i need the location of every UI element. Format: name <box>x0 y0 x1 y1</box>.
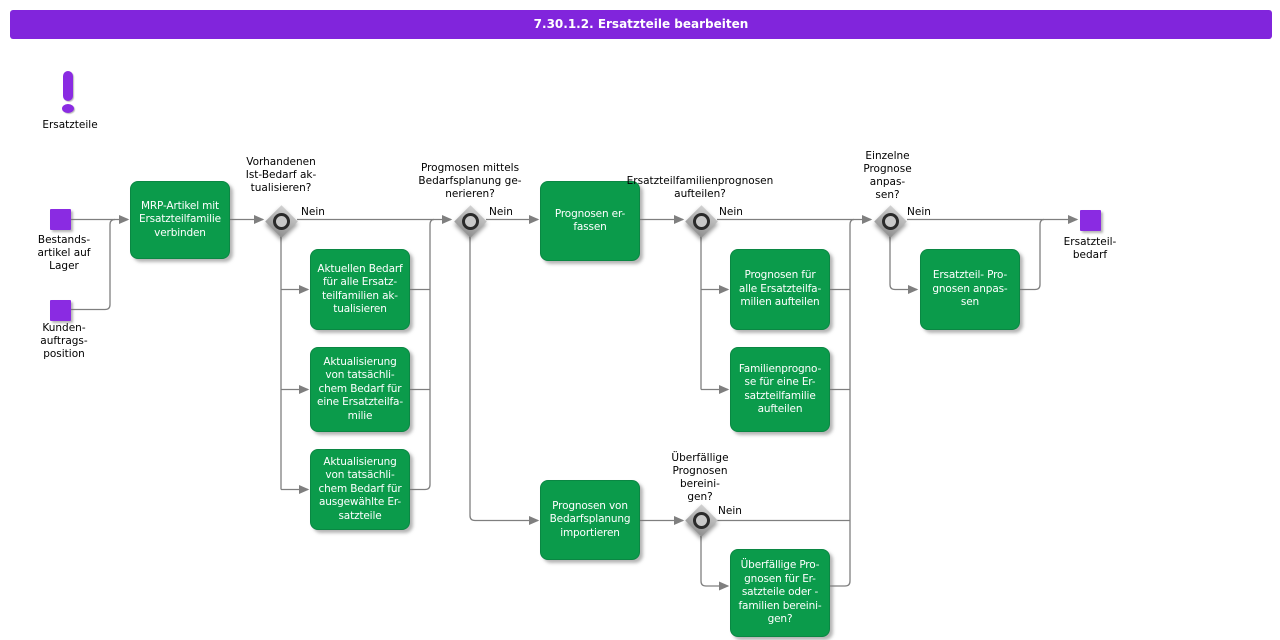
task-ueberfaellige-prognosen-bereinigen[interactable]: Überfällige Pro- gnosen für Er- satzteil… <box>730 549 830 637</box>
task-label: Aktualisierung von tatsächli- chem Bedar… <box>317 355 403 422</box>
diagram-title-bar: 7.30.1.2. Ersatzteile bearbeiten <box>10 10 1272 39</box>
task-ersatzteil-prognosen-anpassen[interactable]: Ersatzteil- Pro- gnosen anpas- sen <box>920 249 1020 330</box>
task-label: Familienprogno- se für eine Er- satzteil… <box>738 362 822 416</box>
event-label-kundenauftragsposition: Kunden- auftrags- position <box>40 322 88 360</box>
gateway-circle-icon <box>272 212 290 230</box>
gateway-ist-bedarf-aktualisieren[interactable] <box>264 204 298 238</box>
branch-label-nein: Nein <box>718 505 742 517</box>
task-aktualisierung-eine-familie[interactable]: Aktualisierung von tatsächli- chem Bedar… <box>310 347 410 432</box>
task-prognosen-erfassen[interactable]: Prognosen er- fassen <box>540 181 640 261</box>
flow-edge <box>410 218 435 491</box>
gateway-familienprognosen-aufteilen[interactable] <box>684 204 718 238</box>
gateway-question-label: Einzelne Prognose anpas- sen? <box>863 150 912 201</box>
gateway-ueberfaellige-prognosen-bereinigen[interactable] <box>684 503 718 537</box>
branch-label-nein: Nein <box>719 206 743 218</box>
task-label: Aktualisierung von tatsächli- chem Bedar… <box>318 455 402 522</box>
task-familienprognose-aufteilen[interactable]: Familienprogno- se für eine Er- satzteil… <box>730 347 830 432</box>
task-label: Aktuellen Bedarf für alle Ersatz- teilfa… <box>317 262 403 316</box>
flow-edge <box>700 536 730 591</box>
gateway-circle-icon <box>881 212 899 230</box>
exclamation-icon-dot <box>62 104 74 113</box>
flow-edge <box>830 218 855 587</box>
start-event-bestandsartikel[interactable] <box>50 209 71 230</box>
event-label-ersatzteilbedarf: Ersatzteil- bedarf <box>1063 236 1117 261</box>
event-label-bestandsartikel: Bestands- artikel auf Lager <box>37 234 91 272</box>
task-label: Prognosen für alle Ersatzteilfa- milien … <box>738 269 822 309</box>
gateway-question-label: Progmosen mittels Bedarfsplanung ge- ner… <box>418 162 522 200</box>
gateway-question-label: Vorhandenen Ist-Bedarf ak- tualisieren? <box>245 156 317 194</box>
branch-label-nein: Nein <box>907 206 931 218</box>
gateway-circle-icon <box>692 511 710 529</box>
gateway-circle-icon <box>692 212 710 230</box>
gateway-circle-icon <box>461 212 479 230</box>
gateway-mittels-bedarfsplanung-generieren[interactable] <box>453 204 487 238</box>
flow-edge <box>469 236 540 526</box>
task-label: Überfällige Pro- gnosen für Er- satzteil… <box>738 559 822 626</box>
diagram-title: 7.30.1.2. Ersatzteile bearbeiten <box>533 17 749 31</box>
gateway-question-label: Ersatzteilfamilienprognosen aufteilen? <box>626 175 774 200</box>
task-aktuellen-bedarf-aktualisieren[interactable]: Aktuellen Bedarf für alle Ersatz- teilfa… <box>310 249 410 330</box>
end-event-ersatzteilbedarf[interactable] <box>1080 210 1101 231</box>
start-event-kundenauftragsposition[interactable] <box>50 300 71 321</box>
task-prognosen-importieren[interactable]: Prognosen von Bedarfsplanung importieren <box>540 480 640 560</box>
task-label: MRP-Artikel mit Ersatzteilfamilie verbin… <box>139 199 221 239</box>
annotation-label: Ersatzteile <box>42 119 98 131</box>
task-mrp-artikel-verbinden[interactable]: MRP-Artikel mit Ersatzteilfamilie verbin… <box>130 181 230 259</box>
gateway-question-label: Überfällige Prognosen bereini- gen? <box>671 452 729 503</box>
exclamation-icon <box>63 71 73 101</box>
task-aktualisierung-ausgewaehlte[interactable]: Aktualisierung von tatsächli- chem Bedar… <box>310 449 410 530</box>
task-prognosen-alle-familien-aufteilen[interactable]: Prognosen für alle Ersatzteilfa- milien … <box>730 249 830 330</box>
task-label: Ersatzteil- Pro- gnosen anpas- sen <box>932 269 1008 309</box>
task-label: Prognosen von Bedarfsplanung importieren <box>549 499 631 539</box>
gateway-einzelne-prognose-anpassen[interactable] <box>873 204 907 238</box>
branch-label-nein: Nein <box>489 206 513 218</box>
task-label: Prognosen er- fassen <box>554 207 626 234</box>
flow-edge <box>889 236 919 295</box>
branch-label-nein: Nein <box>301 206 325 218</box>
